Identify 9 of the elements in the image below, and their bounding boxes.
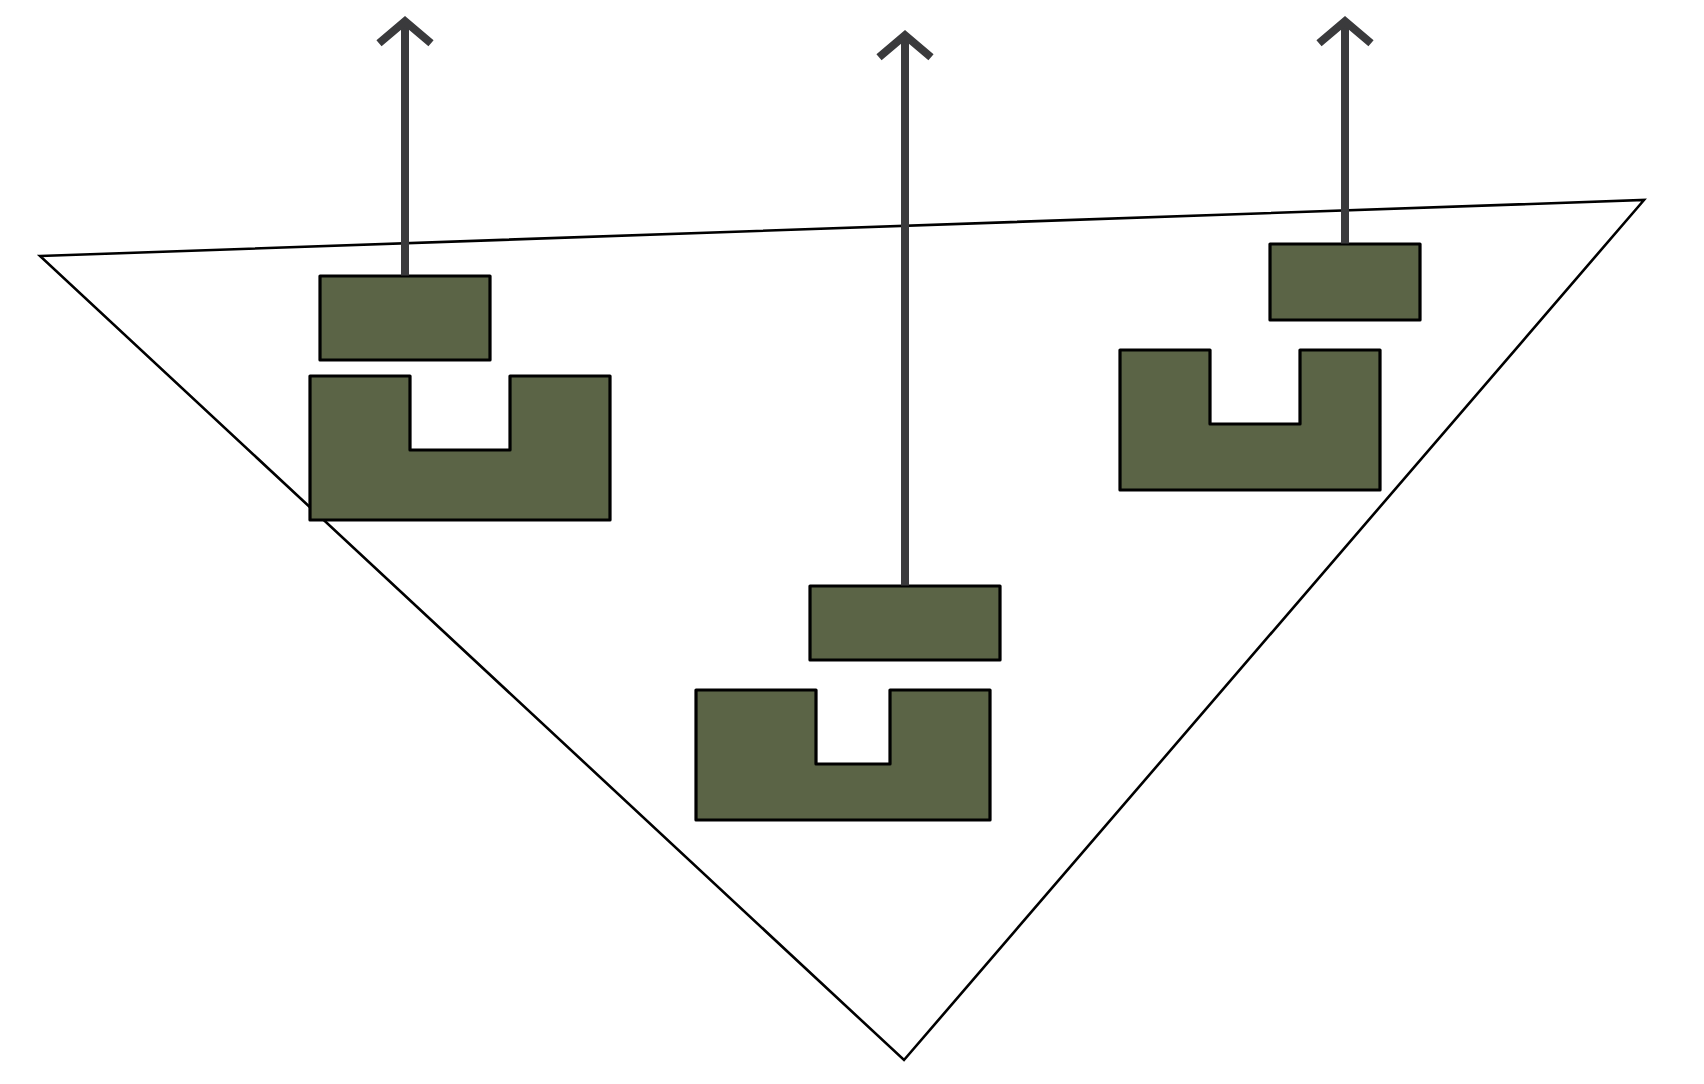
- arrow: [376, 16, 434, 276]
- hatched-bar: [1268, 242, 1422, 322]
- arrow: [876, 30, 934, 586]
- hatched-bar: [808, 584, 1002, 662]
- hatched-bar: [318, 274, 492, 362]
- hatched-u-block: [1118, 348, 1382, 492]
- hatched-u-block: [308, 374, 612, 522]
- arrow: [1316, 16, 1374, 244]
- hatched-u-block: [694, 688, 992, 822]
